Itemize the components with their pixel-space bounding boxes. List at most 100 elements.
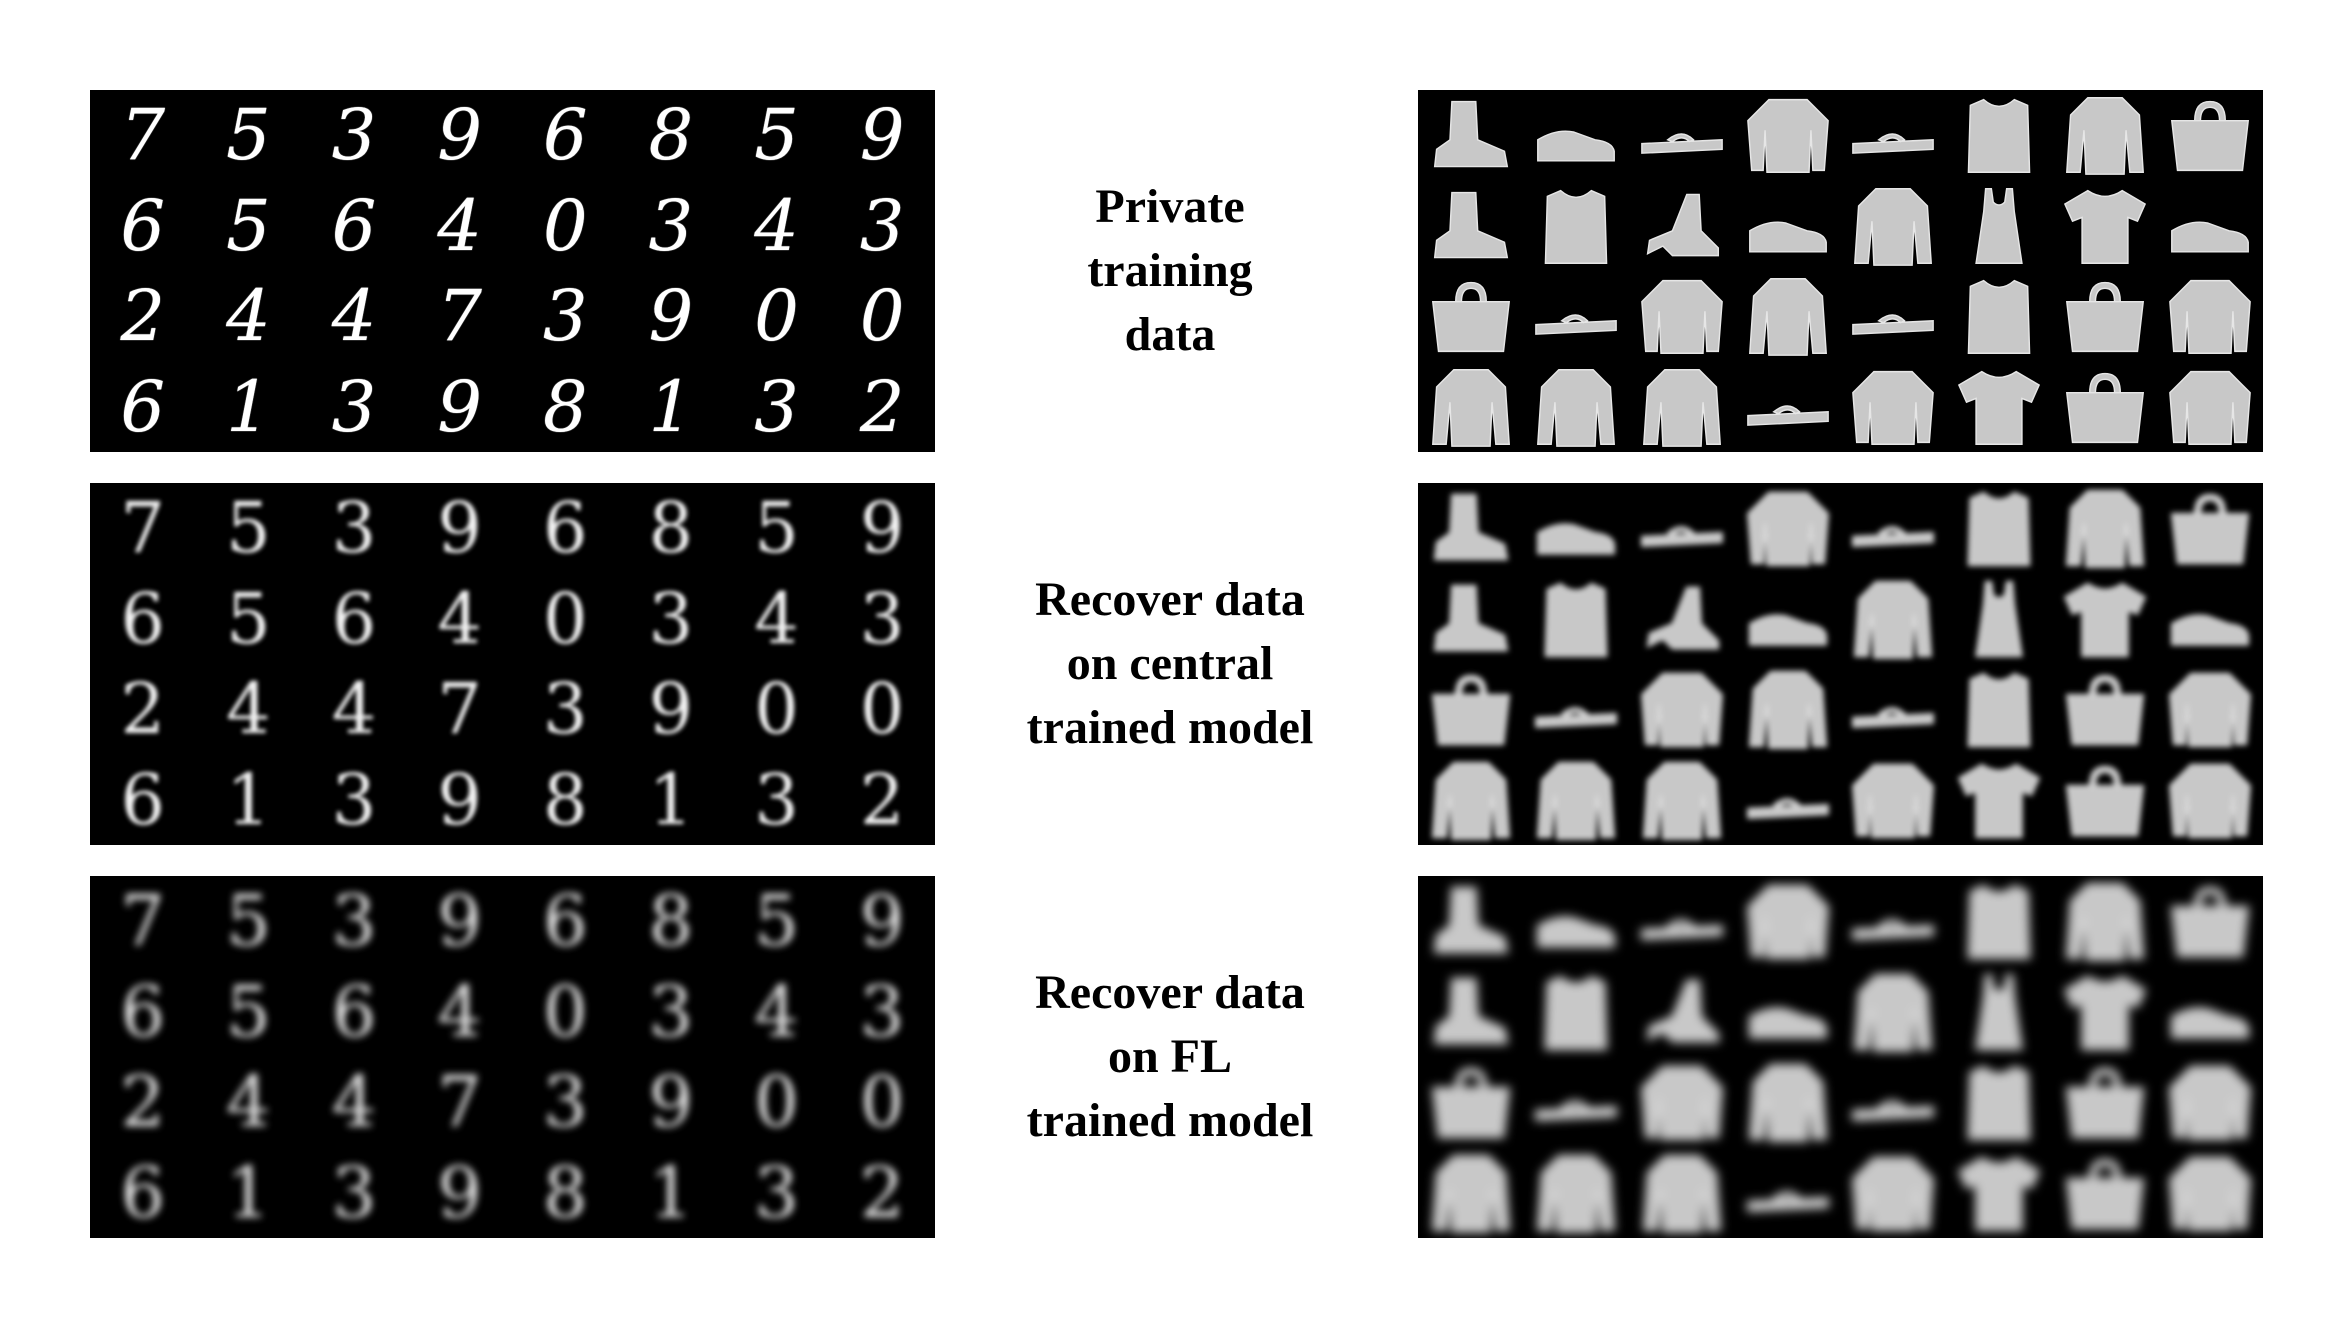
digit-cell: 3: [859, 577, 905, 660]
digit-cell: 3: [648, 970, 694, 1053]
digit-cell: 3: [331, 1151, 377, 1234]
pullover-icon: [1735, 90, 1841, 181]
shirt-icon: [1946, 664, 2052, 755]
sneaker-icon: [1524, 483, 1630, 574]
fashion-private-panel: [1418, 90, 2263, 452]
sandal-icon: [1524, 664, 1630, 755]
label-line: trained model: [1026, 1094, 1314, 1147]
shirt-icon: [1946, 90, 2052, 181]
digit-cell: 4: [754, 577, 799, 660]
label-line: Recover data: [1035, 966, 1305, 1019]
coat-icon: [1841, 967, 1947, 1058]
digit-cell: 1: [226, 758, 271, 841]
digit-cell: 5: [754, 880, 799, 963]
fashion-fl-grid: [1418, 876, 2263, 1238]
pullover-icon: [2157, 755, 2263, 846]
digit-cell: 6: [120, 1151, 166, 1234]
coat-icon: [2052, 483, 2158, 574]
digit-cell: 6: [543, 487, 588, 570]
digit-cell: 2: [859, 365, 905, 448]
sneaker-icon: [1524, 876, 1630, 967]
tshirt-icon: [1946, 362, 2052, 453]
digit-cell: 6: [120, 577, 166, 660]
digit-cell: 0: [859, 275, 905, 358]
digit-cell: 6: [331, 577, 377, 660]
label-line: trained model: [1026, 701, 1314, 754]
bag-icon: [1418, 271, 1524, 362]
boot-icon: [1418, 876, 1524, 967]
bag-icon: [2052, 362, 2158, 453]
pullover-icon: [1841, 1148, 1947, 1239]
digit-cell: 9: [859, 880, 905, 963]
shirt-icon: [1524, 181, 1630, 272]
sandal-icon: [1629, 483, 1735, 574]
digit-cell: 6: [120, 758, 166, 841]
digit-cell: 9: [648, 275, 694, 358]
heel-icon: [1629, 967, 1735, 1058]
digit-cell: 2: [859, 1151, 905, 1234]
coat-icon: [1629, 755, 1735, 846]
digit-cell: 2: [120, 275, 166, 358]
digit-cell: 3: [859, 970, 905, 1053]
shirt-icon: [1946, 483, 2052, 574]
boot-icon: [1418, 483, 1524, 574]
digit-cell: 5: [226, 880, 271, 963]
digit-cell: 9: [859, 94, 905, 177]
label-line: on FL: [1107, 1030, 1233, 1083]
shirt-icon: [1524, 574, 1630, 665]
label-line: Private: [1095, 180, 1245, 233]
sandal-icon: [1735, 755, 1841, 846]
pullover-icon: [1841, 362, 1947, 453]
digit-cell: 3: [754, 758, 799, 841]
bag-icon: [2052, 664, 2158, 755]
digit-cell: 5: [226, 577, 271, 660]
digit-cell: 0: [754, 1061, 799, 1144]
digit-cell: 8: [543, 365, 588, 448]
shirt-icon: [1524, 967, 1630, 1058]
digit-cell: 9: [437, 487, 482, 570]
sneaker-icon: [1735, 967, 1841, 1058]
digit-cell: 1: [226, 365, 271, 448]
digit-cell: 0: [859, 668, 905, 751]
digit-cell: 4: [226, 1061, 271, 1144]
digit-cell: 4: [437, 184, 482, 267]
coat-icon: [2052, 876, 2158, 967]
pullover-icon: [1629, 664, 1735, 755]
digit-cell: 4: [226, 275, 271, 358]
bag-icon: [2052, 271, 2158, 362]
coat-icon: [1524, 755, 1630, 846]
coat-icon: [1735, 1057, 1841, 1148]
tshirt-icon: [1946, 755, 2052, 846]
bag-icon: [2157, 483, 2263, 574]
bag-icon: [2157, 876, 2263, 967]
sandal-icon: [1841, 271, 1947, 362]
fashion-fl-panel: [1418, 876, 2263, 1238]
digit-cell: 1: [648, 365, 694, 448]
digit-cell: 6: [543, 880, 588, 963]
bag-icon: [2052, 1057, 2158, 1148]
digit-cell: 7: [437, 668, 482, 751]
digit-cell: 3: [543, 275, 588, 358]
sandal-icon: [1629, 90, 1735, 181]
coat-icon: [1841, 574, 1947, 665]
tshirt-icon: [2052, 967, 2158, 1058]
coat-icon: [1418, 1148, 1524, 1239]
digit-cell: 7: [437, 275, 482, 358]
digit-cell: 3: [331, 880, 377, 963]
digit-cell: 3: [859, 184, 905, 267]
sneaker-icon: [1735, 181, 1841, 272]
tshirt-icon: [2052, 574, 2158, 665]
digit-cell: 3: [331, 758, 377, 841]
coat-icon: [1524, 1148, 1630, 1239]
digit-cell: 6: [331, 970, 377, 1053]
sandal-icon: [1841, 664, 1947, 755]
fashion-central-grid: [1418, 483, 2263, 845]
coat-icon: [1735, 271, 1841, 362]
pullover-icon: [1841, 755, 1947, 846]
heel-icon: [1629, 181, 1735, 272]
digit-cell: 9: [648, 1061, 694, 1144]
